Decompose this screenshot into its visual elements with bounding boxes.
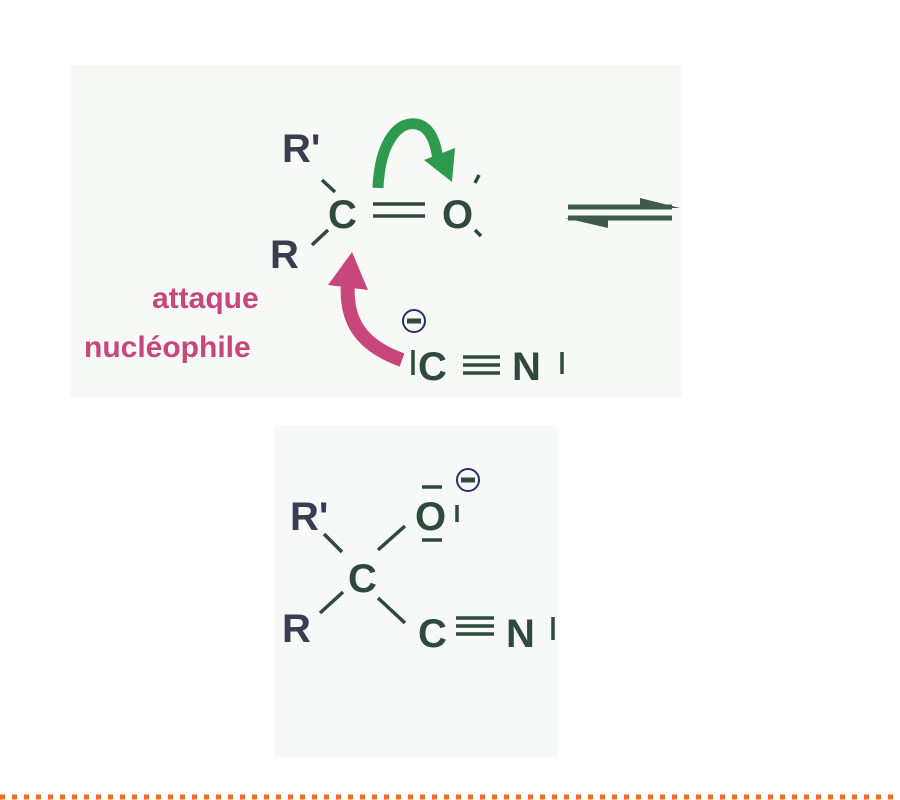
product-bond-c-rprime [322, 532, 344, 554]
annotation-line-1: attaque [152, 282, 259, 315]
electron-shift-arrow [372, 118, 444, 189]
annotation-line-2: nucléophile [84, 331, 251, 364]
bond-c-rprime [320, 178, 337, 194]
equilibrium-arrows-icon [565, 198, 680, 228]
product-panel [275, 425, 557, 757]
electron-arrow-head-icon [424, 148, 455, 182]
alkoxide-charge-icon: − [456, 468, 480, 492]
product-molecule: R' R C O − C N [282, 468, 555, 656]
substituent-r: R [270, 233, 299, 277]
product-substituent-r-prime: R' [290, 495, 328, 539]
cyanide-carbon: C [418, 345, 447, 389]
cyanide-charge-icon: − [402, 309, 426, 333]
product-bond-c-cn [376, 596, 407, 625]
attack-arrow-head-icon [328, 252, 368, 290]
lone-pair-bottom [473, 228, 483, 238]
cyanide-nitrogen: N [512, 345, 541, 389]
bond-c-r [310, 228, 330, 247]
carbonyl-oxygen: O [442, 193, 473, 237]
product-substituent-r: R [282, 607, 311, 651]
nitrile-nitrogen: N [506, 612, 535, 656]
product-bond-c-r [318, 590, 345, 615]
reactant-molecule: R' R C O attaque nucléophile − [84, 118, 680, 389]
nitrile-carbon: C [418, 612, 447, 656]
product-bond-c-o [376, 524, 407, 552]
nucleophilic-attack-arrow [340, 281, 405, 367]
product-central-carbon: C [348, 557, 377, 601]
carbonyl-carbon: C [328, 193, 357, 237]
lone-pair-top [473, 174, 481, 184]
substituent-r-prime: R' [282, 127, 320, 171]
alkoxide-oxygen: O [415, 495, 446, 539]
